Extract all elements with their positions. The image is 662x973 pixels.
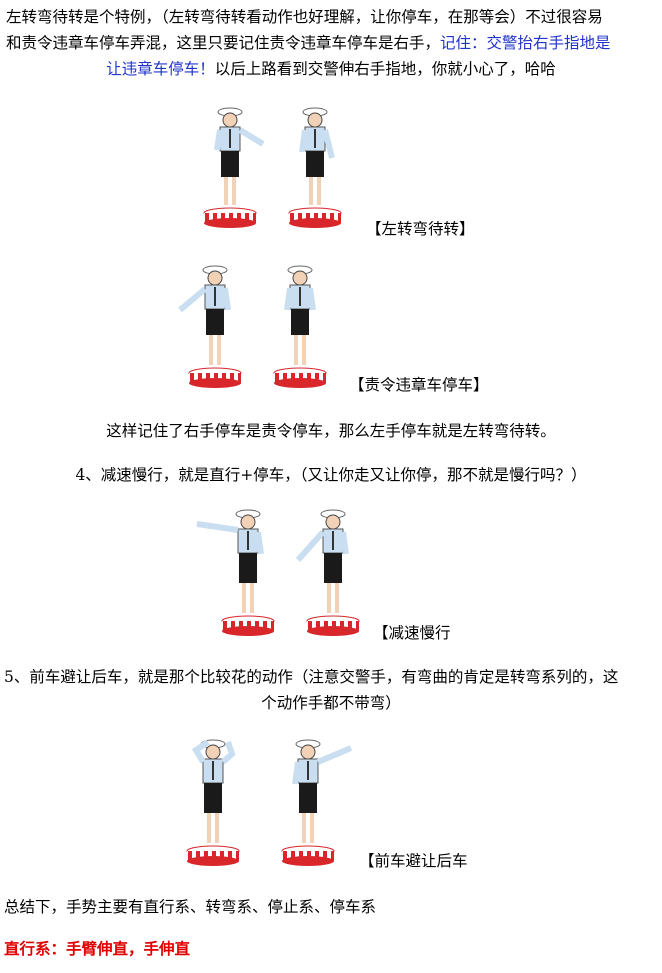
intro-line-1: 左转弯待转是个特例，（左转弯待转看动作也好理解，让你停车，在那等会）不过很容易	[6, 8, 603, 26]
caption-stop-violation: 【责令违章车停车】	[349, 376, 489, 394]
police-illustration-slow-down	[196, 509, 360, 636]
summary-text: 总结下，手势主要有直行系、转弯系、停止系、停车系	[4, 898, 377, 916]
figure-stop-violation	[172, 256, 342, 392]
intro-line-3-text: 以后上路看到交警伸右手指地，你就小心了，哈哈	[214, 60, 556, 78]
item-4-text: 4、减速慢行，就是直行+停车，（又让你走又让你停，那不就是慢行吗？）	[75, 466, 587, 484]
intro-highlight-1: 记住：交警抬右手指地是	[440, 34, 611, 52]
item-5-line-1: 5、前车避让后车，就是那个比较花的动作（注意交警手，有弯曲的肯定是转弯系列的，这	[4, 668, 619, 686]
straight-group-heading: 直行系：手臂伸直，手伸直	[4, 939, 191, 958]
figure-slow-down	[195, 500, 370, 640]
intro-paragraph: 左转弯待转是个特例，（左转弯待转看动作也好理解，让你停车，在那等会）不过很容易 …	[0, 4, 662, 82]
item-5-line-2: 个动作手都不带弯）	[261, 694, 401, 712]
police-illustration-yield	[186, 739, 353, 866]
intro-highlight-2: 让违章车停车！	[106, 60, 215, 78]
caption-yield: 【前车避让后车	[359, 852, 468, 870]
intro-line-3: 让违章车停车！以后上路看到交警伸右手指地，你就小心了，哈哈	[6, 56, 656, 82]
caption-left-turn-wait: 【左转弯待转】	[366, 220, 475, 238]
remember-text: 这样记住了右手停车是责令停车，那么左手停车就是左转弯待转。	[106, 422, 556, 440]
figure-yield	[180, 730, 365, 870]
police-illustration-left-turn-wait	[203, 107, 342, 228]
caption-slow-down: 【减速慢行	[373, 624, 451, 642]
figure-left-turn-wait	[195, 100, 355, 232]
intro-line-2-text: 和责令违章车停车弄混，这里只要记住责令违章车停车是右手，	[6, 34, 441, 52]
police-illustration-stop-violation	[178, 265, 327, 388]
intro-line-2: 和责令违章车停车弄混，这里只要记住责令违章车停车是右手，记住：交警抬右手指地是	[6, 30, 656, 56]
item-5-text: 5、前车避让后车，就是那个比较花的动作（注意交警手，有弯曲的肯定是转弯系列的，这…	[0, 664, 662, 716]
